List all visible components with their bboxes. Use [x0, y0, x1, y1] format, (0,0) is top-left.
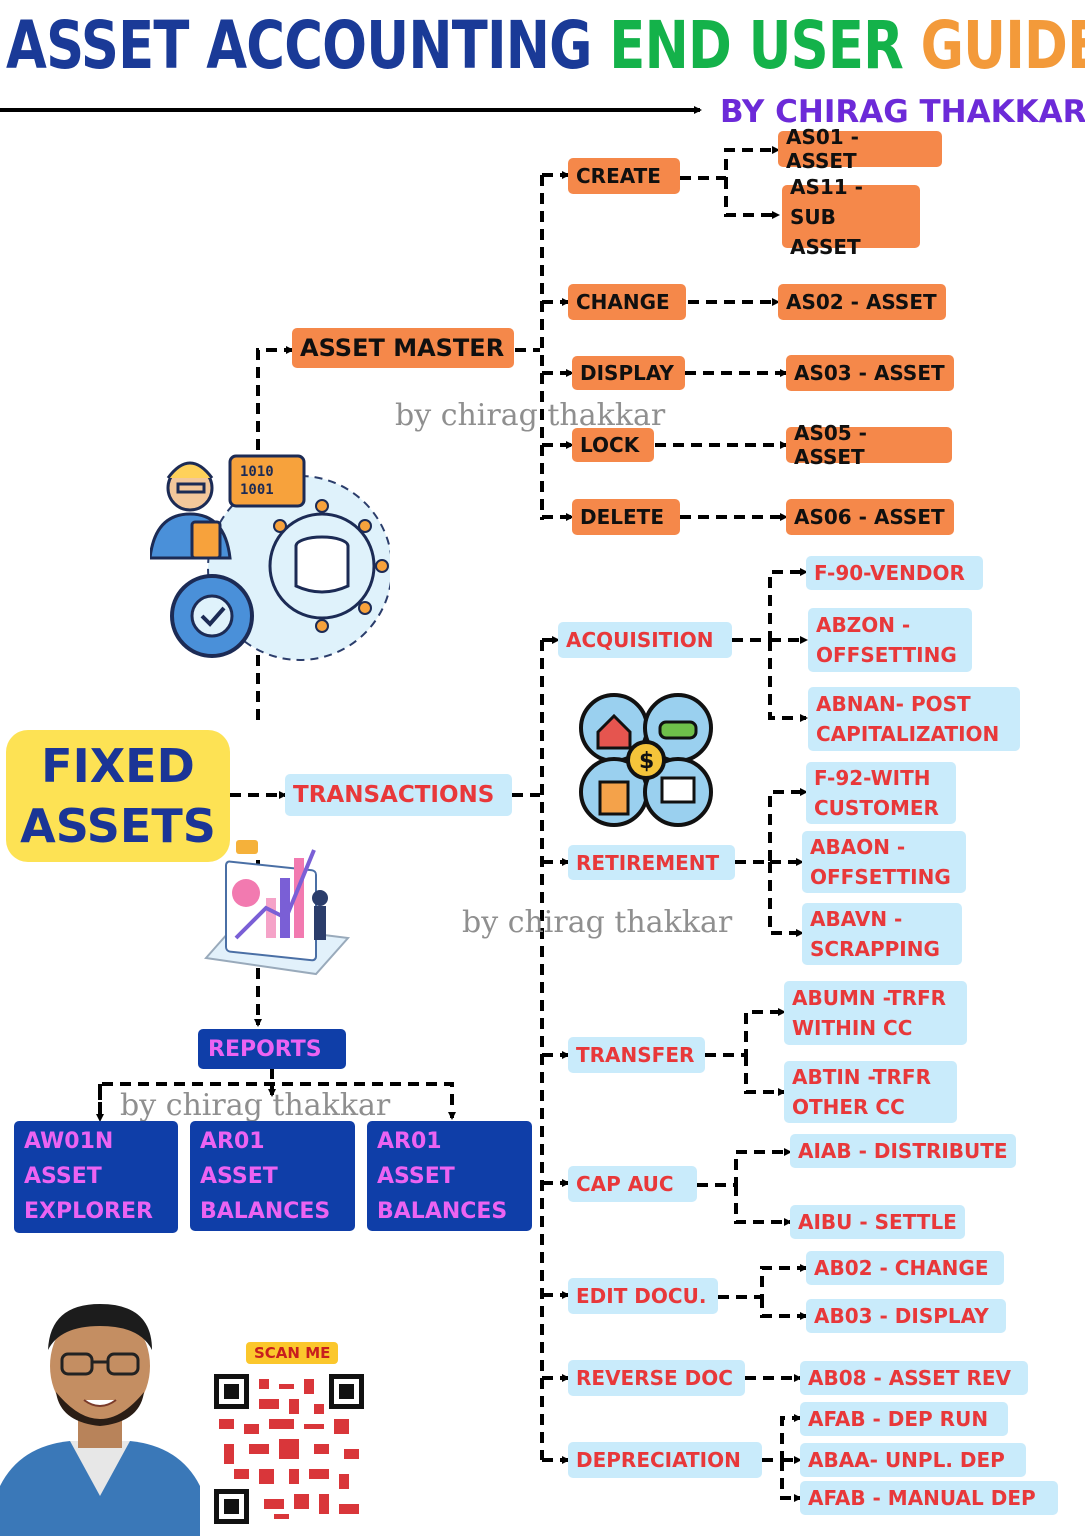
- analytics-report-icon: [196, 838, 356, 982]
- title-part1: ASSET ACCOUNTING: [6, 7, 610, 84]
- as06-node: AS06 - ASSET: [786, 499, 954, 535]
- create-node: CREATE: [568, 158, 680, 194]
- developer-database-icon: 1010 1001: [148, 448, 393, 672]
- aibu-node: AIBU - SETTLE: [790, 1205, 965, 1239]
- display-node: DISPLAY: [572, 356, 685, 390]
- f90-node: F-90-VENDOR: [806, 556, 983, 590]
- edit-docu-node: EDIT DOCU.: [568, 1278, 718, 1314]
- cap-auc-node: CAP AUC: [568, 1166, 697, 1202]
- aw01n-node: AW01N ASSET EXPLORER: [14, 1121, 178, 1233]
- asset-master-node: ASSET MASTER: [292, 328, 514, 368]
- lock-node: LOCK: [572, 428, 654, 462]
- abaon-node: ABAON - OFFSETTING: [802, 831, 966, 893]
- svg-text:1001: 1001: [240, 482, 274, 498]
- as11-node: AS11 - SUB ASSET: [782, 175, 920, 259]
- ab08-node: AB08 - ASSET REV: [800, 1361, 1028, 1395]
- abnan-node: ABNAN- POST CAPITALIZATION: [808, 687, 1020, 751]
- abzon-node: ABZON - OFFSETTING: [808, 608, 972, 672]
- assets-money-icon: $: [576, 690, 716, 834]
- scan-me-label: SCAN ME: [246, 1342, 339, 1364]
- svg-text:$: $: [639, 749, 654, 774]
- afab-manual-node: AFAB - MANUAL DEP: [800, 1481, 1058, 1515]
- delete-node: DELETE: [572, 499, 680, 535]
- as03-node: AS03 - ASSET: [786, 355, 954, 391]
- as01-node: AS01 - ASSET: [778, 125, 942, 173]
- ab03-node: AB03 - DISPLAY: [806, 1299, 1006, 1333]
- transactions-node: TRANSACTIONS: [285, 774, 512, 816]
- reports-node: REPORTS: [198, 1029, 346, 1069]
- watermark-3: by chirag thakkar: [120, 1088, 391, 1123]
- acquisition-node: ACQUISITION: [558, 622, 732, 658]
- fixed-assets-root: FIXED ASSETS: [6, 730, 230, 862]
- watermark-1: by chirag thakkar: [395, 398, 666, 433]
- as05-node: AS05 - ASSET: [786, 421, 952, 469]
- title-part3: GUIDE: [920, 7, 1085, 84]
- qr-code[interactable]: [214, 1374, 364, 1528]
- svg-text:1010: 1010: [240, 464, 274, 480]
- page-title: ASSET ACCOUNTING END USER GUIDE: [6, 0, 1085, 92]
- as02-node: AS02 - ASSET: [778, 284, 946, 320]
- abavn-node: ABAVN - SCRAPPING: [802, 903, 962, 965]
- author-photo: [0, 1296, 200, 1540]
- watermark-2: by chirag thakkar: [462, 905, 733, 940]
- transfer-node: TRANSFER: [568, 1037, 705, 1073]
- afab-run-node: AFAB - DEP RUN: [800, 1402, 1008, 1436]
- aiab-node: AIAB - DISTRIBUTE: [790, 1134, 1016, 1168]
- abumn-node: ABUMN -TRFR WITHIN CC: [784, 981, 967, 1045]
- abaa-node: ABAA- UNPL. DEP: [800, 1443, 1026, 1477]
- depreciation-node: DEPRECIATION: [568, 1442, 762, 1478]
- reverse-doc-node: REVERSE DOC: [568, 1360, 745, 1396]
- ar01-node-2: AR01 ASSET BALANCES: [367, 1121, 532, 1231]
- byline: BY CHIRAG THAKKAR: [720, 94, 1085, 130]
- retirement-node: RETIREMENT: [568, 845, 735, 880]
- title-part2: END USER: [609, 7, 921, 84]
- change-node: CHANGE: [568, 284, 686, 320]
- ab02-node: AB02 - CHANGE: [806, 1251, 1004, 1285]
- f92-node: F-92-WITH CUSTOMER: [806, 762, 956, 824]
- ar01-node-1: AR01 ASSET BALANCES: [190, 1121, 355, 1231]
- abtin-node: ABTIN -TRFR OTHER CC: [784, 1061, 957, 1123]
